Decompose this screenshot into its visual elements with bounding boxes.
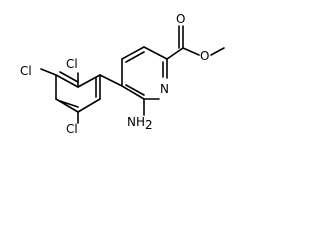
amine-subscript: 2 bbox=[145, 118, 153, 132]
pyridine-nitrogen-label: N bbox=[160, 82, 169, 96]
bond bbox=[125, 51, 145, 63]
bond bbox=[121, 85, 145, 100]
bond bbox=[77, 74, 101, 88]
bond bbox=[77, 98, 101, 113]
bond bbox=[121, 46, 145, 60]
bond bbox=[59, 71, 79, 83]
biaryl-bond bbox=[99, 74, 123, 87]
bond bbox=[143, 46, 168, 60]
bond bbox=[55, 74, 79, 88]
amine-element: NH bbox=[127, 115, 145, 129]
chlorine-para-label: Cl bbox=[66, 122, 78, 136]
bond bbox=[125, 84, 145, 96]
chemical-structure: O O N NH2 Cl Cl Cl bbox=[20, 12, 225, 136]
bond bbox=[182, 47, 200, 56]
phenyl-ring bbox=[55, 71, 101, 113]
bond bbox=[59, 100, 79, 108]
pyridine-ring bbox=[121, 46, 168, 100]
chlorine-ortho-label: Cl bbox=[66, 57, 78, 71]
bond bbox=[166, 47, 184, 60]
amine-label: NH2 bbox=[127, 115, 153, 132]
bond bbox=[210, 47, 225, 56]
ester-carbonyl-oxygen-label: O bbox=[176, 12, 185, 26]
methyl-ester-group bbox=[166, 25, 225, 60]
cl-bond bbox=[40, 68, 57, 76]
chlorine-meta-label: Cl bbox=[20, 64, 32, 78]
ester-oxygen-label: O bbox=[200, 49, 209, 63]
